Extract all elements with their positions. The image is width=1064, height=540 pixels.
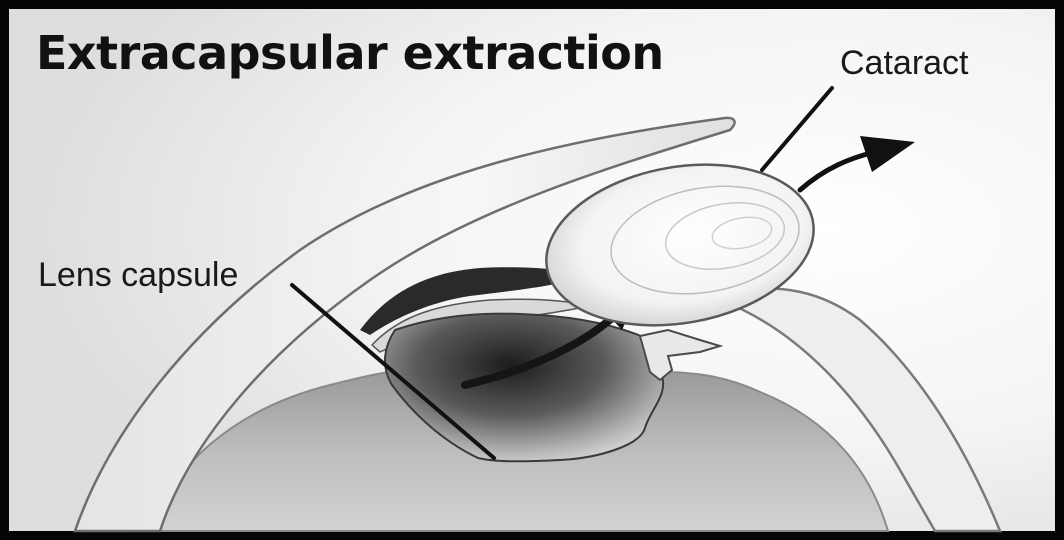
cataract-label: Cataract bbox=[840, 44, 969, 83]
lens-capsule-label: Lens capsule bbox=[38, 256, 238, 295]
figure-title: Extracapsular extraction bbox=[36, 26, 664, 80]
